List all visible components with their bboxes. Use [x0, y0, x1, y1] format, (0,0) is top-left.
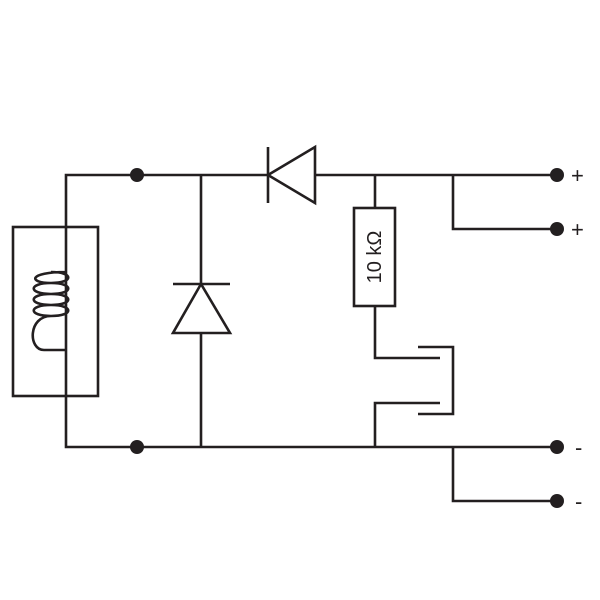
resistor-value-label: 10 kΩ [364, 231, 386, 284]
resistor-branch: 10 kΩ [352, 175, 440, 447]
flyback-diode-icon [170, 281, 233, 335]
terminal-dot [550, 168, 564, 182]
terminal-neg-1: - [550, 435, 582, 460]
terminal-label: + [571, 217, 584, 242]
terminal-neg-2: - [550, 489, 582, 514]
relay-coil [11, 225, 100, 398]
terminal-pos-1: + [550, 163, 584, 188]
terminal-label: + [571, 163, 584, 188]
terminal-dot [550, 440, 564, 454]
relay-coil-housing [11, 225, 100, 398]
series-diode [265, 144, 317, 206]
contact-symbol [418, 345, 455, 416]
terminal-label: - [575, 489, 582, 514]
bottom-rail [64, 396, 557, 503]
junction-node-bottom [130, 440, 144, 454]
terminal-pos-2: + [550, 217, 584, 242]
series-diode-icon [265, 144, 317, 206]
flyback-diode [170, 175, 233, 447]
coil-winding-icon [31, 227, 70, 396]
terminal-dot [550, 222, 564, 236]
junction-node-top [130, 168, 144, 182]
terminal-label: - [575, 435, 582, 460]
terminal-dot [550, 494, 564, 508]
junction-nodes [130, 168, 144, 454]
